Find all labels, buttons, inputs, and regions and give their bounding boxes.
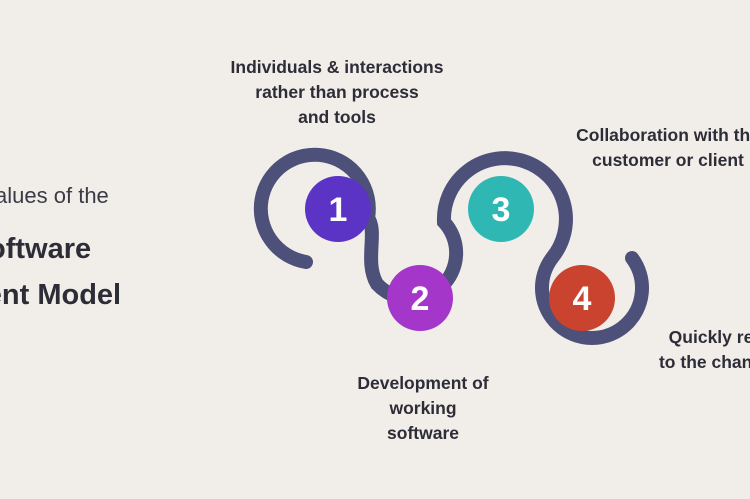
- step-3-circle: [468, 176, 534, 242]
- step-4-badge: 4: [549, 265, 615, 331]
- step-2-circle: [387, 265, 453, 331]
- step-2-caption-line: working: [389, 398, 457, 418]
- step-4-caption-line: to the chang: [658, 352, 750, 372]
- step-2-caption: Development of working software: [338, 371, 508, 446]
- step-4-circle: [549, 265, 615, 331]
- connector-path: [253, 147, 649, 345]
- step-1-caption-line: and tools: [298, 107, 376, 127]
- step-4-caption-line: Quickly re: [668, 327, 750, 347]
- step-3-badge: 3: [468, 176, 534, 242]
- step-2-caption-line: software: [387, 423, 459, 443]
- step-1-number: 1: [329, 191, 348, 229]
- step-1-caption-line: rather than process: [255, 82, 419, 102]
- heading-title-line-1: oftware: [0, 233, 92, 265]
- step-1-caption-line: Individuals & interactions: [230, 57, 444, 77]
- heading-title-line-2: ment Model: [0, 279, 122, 311]
- step-1-caption: Individuals & interactions rather than p…: [212, 55, 462, 130]
- step-1-badge: 1: [305, 176, 371, 242]
- step-3-caption-line: customer or client: [592, 150, 744, 170]
- step-1-circle: [305, 176, 371, 242]
- step-2-number: 2: [411, 280, 430, 318]
- step-3-number: 3: [492, 191, 511, 229]
- step-4-number: 4: [573, 280, 592, 318]
- step-3-caption: Collaboration with the customer or clien…: [548, 123, 750, 173]
- step-3-caption-line: Collaboration with the: [576, 125, 750, 145]
- step-2-badge: 2: [387, 265, 453, 331]
- step-4-caption: Quickly re to the chang: [636, 325, 750, 375]
- step-2-caption-line: Development of: [357, 373, 489, 393]
- heading-subtitle: Values of the: [0, 183, 109, 208]
